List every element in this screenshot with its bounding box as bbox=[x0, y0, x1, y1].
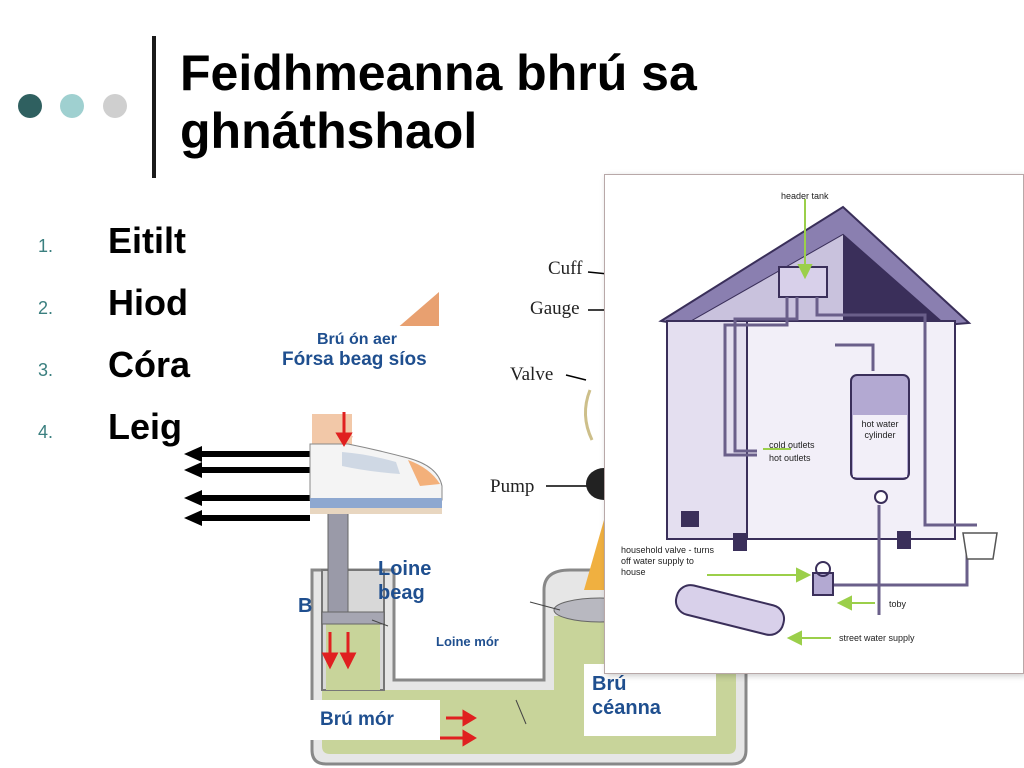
decor-dot-3 bbox=[103, 94, 127, 118]
list-number: 1. bbox=[38, 236, 54, 256]
bp-device-illustration bbox=[546, 271, 620, 590]
list-number: 2. bbox=[38, 298, 54, 318]
house-diagram-panel: header tank hot water cylinder cold outl… bbox=[604, 174, 1024, 674]
decor-dot-2 bbox=[60, 94, 84, 118]
label-bru-mor: Brú mór bbox=[320, 709, 394, 730]
orange-shape bbox=[395, 292, 439, 330]
label-bru-on-aer-box: Brú ón aer bbox=[313, 326, 441, 344]
house-label-hot-outlets: hot outlets bbox=[769, 453, 811, 463]
label-b: B bbox=[298, 595, 313, 617]
house-label-street-water-supply: street water supply bbox=[839, 633, 915, 643]
bp-label-valve: Valve bbox=[510, 364, 554, 385]
label-loine-mor: Loine mór bbox=[436, 634, 499, 649]
house-label-header-tank: header tank bbox=[781, 191, 829, 201]
list-number: 3. bbox=[38, 360, 54, 380]
list-text: Eitilt bbox=[108, 220, 186, 261]
list-number: 4. bbox=[38, 422, 54, 442]
house-label-hot-water-cylinder: hot water cylinder bbox=[861, 419, 899, 440]
label-bru-on-aer: Brú ón aer bbox=[317, 331, 398, 344]
label-bru-ceanna: Brú céanna bbox=[592, 673, 661, 719]
list-text: Hiod bbox=[108, 282, 188, 323]
house-label-toby: toby bbox=[889, 599, 907, 609]
house-label-cold-outlets: cold outlets bbox=[769, 440, 815, 450]
slide-title: Feidhmeanna bhrú sa ghnáthshaol bbox=[180, 45, 697, 159]
house-label-household-valve: household valve - turns off water supply… bbox=[621, 545, 715, 577]
decor-dot-1 bbox=[18, 94, 42, 118]
title-divider bbox=[152, 36, 156, 178]
list-text: Córa bbox=[108, 344, 191, 385]
airflow-arrows bbox=[184, 446, 310, 526]
list-text: Leig bbox=[108, 406, 183, 447]
label-forsa-beag-box: Fórsa beag síos bbox=[278, 344, 444, 406]
label-bru-mor-box: Brú mór bbox=[310, 700, 440, 740]
bp-label-pump: Pump bbox=[490, 476, 535, 497]
label-loine-beag: Loine beag bbox=[378, 558, 432, 604]
label-forsa-beag: Fórsa beag síos bbox=[282, 349, 427, 370]
label-bru-ceanna-box: Brú céanna bbox=[584, 664, 716, 736]
house-diagram bbox=[658, 199, 998, 646]
shoe-illustration bbox=[309, 414, 443, 514]
bp-label-gauge: Gauge bbox=[530, 298, 580, 319]
bp-label-cuff: Cuff bbox=[548, 258, 583, 279]
